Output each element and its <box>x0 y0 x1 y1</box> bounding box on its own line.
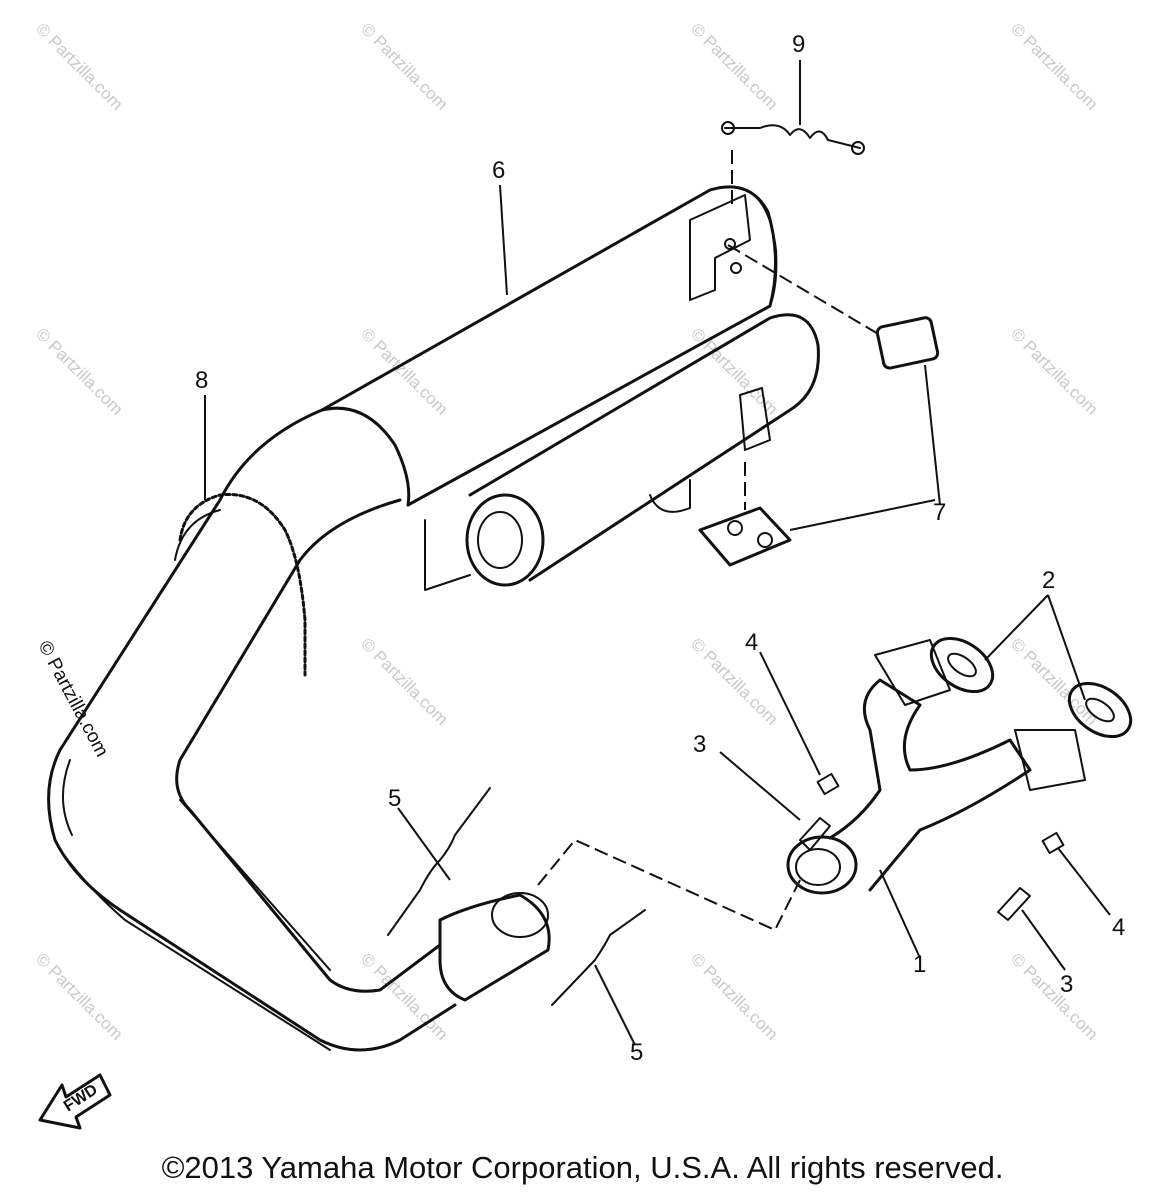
watermark: © Partzilla.com <box>1007 19 1101 113</box>
callout-3a: 3 <box>693 731 706 758</box>
muffler-upper <box>320 185 778 507</box>
heat-coil <box>174 492 307 677</box>
watermark: © Partzilla.com <box>357 324 451 418</box>
watermark: © Partzilla.com <box>1007 949 1101 1043</box>
assembly-lines <box>537 150 881 932</box>
callout-labels: 9 6 8 7 2 4 3 5 4 1 3 5 <box>195 31 1125 1066</box>
watermark: © Partzilla.com <box>1007 324 1101 418</box>
watermark: © Partzilla.com <box>357 19 451 113</box>
watermark: © Partzilla.com <box>687 949 781 1043</box>
callout-5a: 5 <box>388 785 401 812</box>
copyright-text: ©2013 Yamaha Motor Corporation, U.S.A. A… <box>161 1150 1004 1185</box>
watermark: © Partzilla.com <box>1007 634 1101 728</box>
callout-8: 8 <box>195 367 208 394</box>
watermark: © Partzilla.com <box>32 949 126 1043</box>
watermark: © Partzilla.com <box>687 634 781 728</box>
watermark: © Partzilla.com <box>687 19 781 113</box>
callout-3b: 3 <box>1060 971 1073 998</box>
spring-top <box>721 121 865 155</box>
silencer-lower <box>424 313 820 591</box>
callout-9: 9 <box>792 31 805 58</box>
callout-1: 1 <box>913 951 926 978</box>
callout-4a: 4 <box>745 629 758 656</box>
springs-lower <box>387 787 646 1006</box>
watermark: © Partzilla.com <box>357 634 451 728</box>
fasteners <box>799 772 1065 921</box>
gaskets <box>929 636 1133 739</box>
leader-lines <box>204 60 1111 1046</box>
callout-7: 7 <box>933 499 946 526</box>
watermark-layer: © Partzilla.com © Partzilla.com © Partzi… <box>32 19 1101 1043</box>
callout-4b: 4 <box>1112 914 1125 941</box>
callout-6: 6 <box>492 157 505 184</box>
callout-2: 2 <box>1042 567 1055 594</box>
exhaust-pipe <box>47 408 551 1052</box>
watermark: © Partzilla.com <box>32 19 126 113</box>
side-watermark: © Partzilla.com <box>34 637 113 760</box>
dampers <box>698 316 940 567</box>
callout-5b: 5 <box>630 1039 643 1066</box>
watermark: © Partzilla.com <box>32 324 126 418</box>
fwd-arrow: FWD <box>38 1073 112 1130</box>
watermark: © Partzilla.com <box>357 949 451 1043</box>
